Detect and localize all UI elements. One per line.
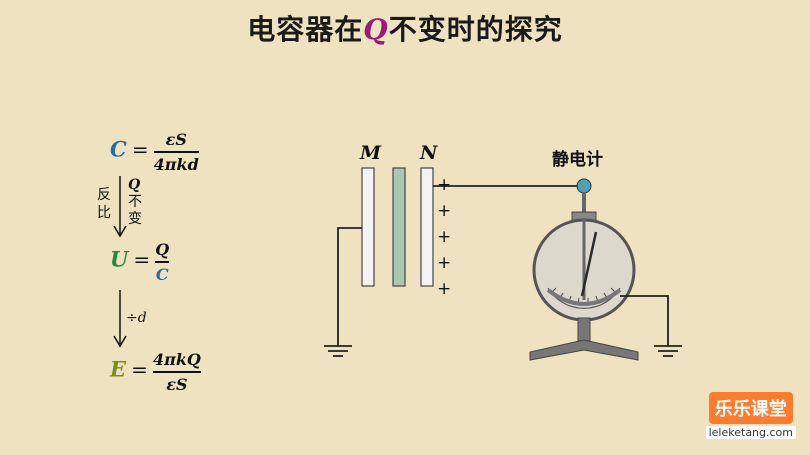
fraction-e: 4πkQ εS bbox=[152, 350, 201, 394]
step-char: 比 bbox=[97, 205, 111, 221]
plate-n bbox=[420, 167, 434, 287]
step-label-right: Q 不 变 bbox=[128, 177, 142, 228]
arrow-head bbox=[113, 335, 127, 348]
meter-stand-base bbox=[529, 339, 639, 361]
formula-c: C = εS 4πkd bbox=[110, 130, 199, 174]
step-divide-d: ÷d bbox=[126, 310, 147, 326]
meter-bottom-rim bbox=[546, 288, 622, 306]
var-c: C bbox=[110, 136, 127, 162]
step-label-left: 反 比 bbox=[97, 186, 111, 222]
dielectric-slab bbox=[392, 167, 406, 287]
logo-badge: 乐乐课堂 bbox=[708, 392, 793, 424]
fraction-c: εS 4πkd bbox=[153, 130, 199, 174]
equals-sign: = bbox=[131, 357, 148, 382]
fraction-u: Q C bbox=[155, 240, 170, 284]
arrow-head bbox=[113, 225, 127, 238]
denominator: 4πkd bbox=[153, 154, 199, 174]
fraction-bar bbox=[153, 151, 199, 153]
wire-meter-ground bbox=[620, 295, 669, 346]
equals-sign: = bbox=[133, 247, 151, 272]
brand-logo: 乐乐课堂 leleketang.com bbox=[705, 392, 796, 439]
plus-charge: + bbox=[437, 175, 452, 195]
step-char: 反 bbox=[97, 187, 111, 203]
plus-charge: + bbox=[437, 227, 452, 247]
equals-sign: = bbox=[131, 137, 149, 162]
meter-needle bbox=[580, 231, 598, 297]
title-q: Q bbox=[363, 13, 389, 46]
arrow-1 bbox=[113, 176, 127, 238]
label-m: M bbox=[360, 142, 382, 164]
ground-symbol-left bbox=[324, 345, 352, 357]
formula-e: E = 4πkQ εS bbox=[110, 350, 201, 394]
plus-charge: + bbox=[437, 201, 452, 221]
formula-u: U = Q C bbox=[110, 240, 170, 284]
step-char: 不 bbox=[128, 194, 142, 210]
slide-title: 电容器在Q不变时的探究 bbox=[0, 8, 810, 48]
var-u: U bbox=[110, 246, 129, 272]
wire-m-ground bbox=[337, 227, 362, 346]
plus-charge: + bbox=[437, 253, 452, 273]
title-suffix: 不变时的探究 bbox=[388, 13, 563, 46]
plate-m bbox=[361, 167, 375, 287]
step-q: Q bbox=[128, 177, 141, 193]
meter-knob bbox=[576, 178, 592, 194]
plus-charge: + bbox=[437, 279, 452, 299]
denominator: C bbox=[155, 264, 169, 284]
meter-label: 静电计 bbox=[552, 150, 603, 170]
fraction-bar bbox=[155, 261, 170, 263]
numerator: Q bbox=[155, 240, 170, 259]
ground-symbol-right bbox=[654, 345, 682, 357]
numerator: 4πkQ bbox=[152, 350, 201, 369]
meter-rod bbox=[582, 192, 586, 212]
numerator: εS bbox=[165, 130, 187, 149]
arrow-2 bbox=[113, 290, 127, 348]
denominator: εS bbox=[166, 374, 188, 394]
var-e: E bbox=[110, 356, 127, 382]
title-prefix: 电容器在 bbox=[247, 13, 364, 46]
fraction-bar bbox=[152, 371, 201, 373]
charges-n: + + + + + bbox=[437, 172, 451, 302]
step-char: 变 bbox=[128, 211, 142, 227]
label-n: N bbox=[420, 142, 438, 164]
logo-url: leleketang.com bbox=[705, 426, 796, 439]
